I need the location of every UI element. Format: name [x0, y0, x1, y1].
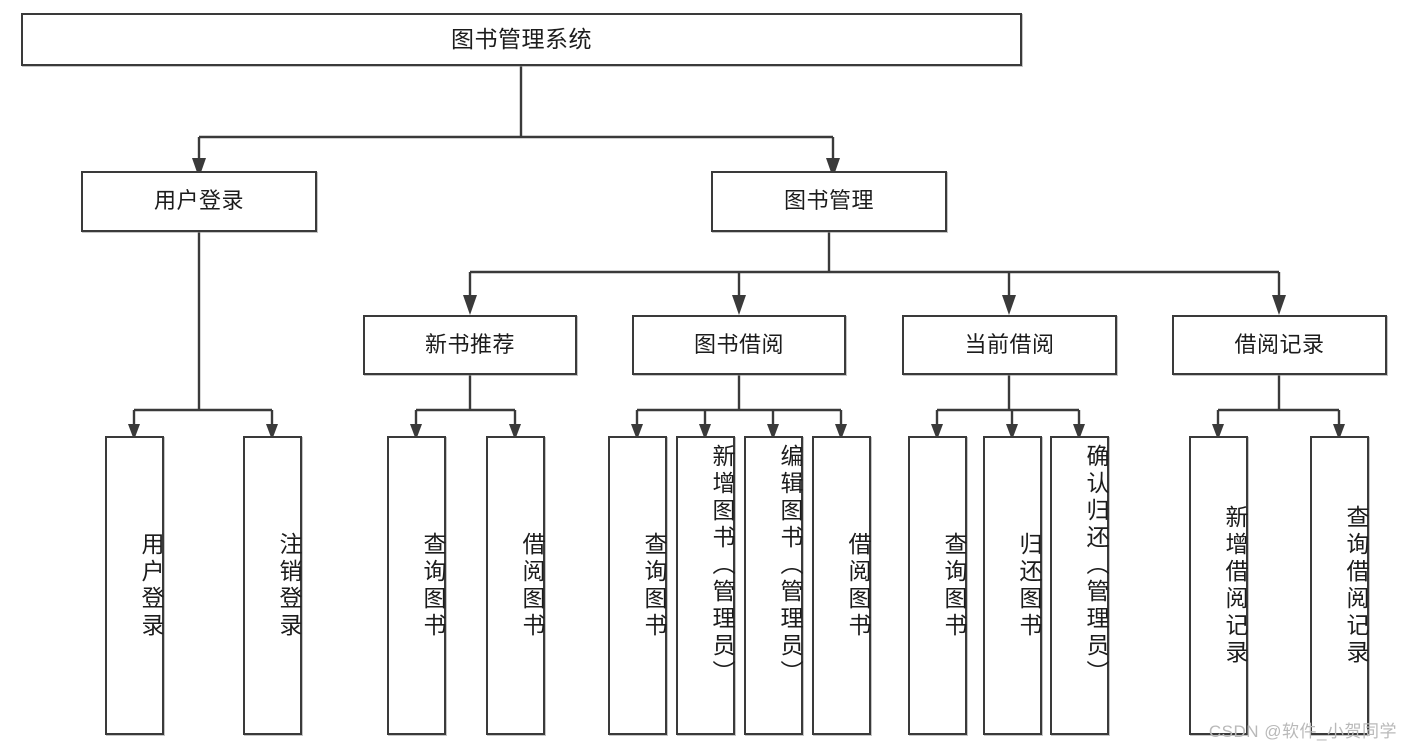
node-book-borrowing[interactable]: 图书借阅	[632, 315, 846, 375]
node-label: 查询图书	[941, 531, 967, 640]
node-root[interactable]: 图书管理系统	[21, 13, 1022, 66]
node-label: 新增借阅记录	[1222, 504, 1248, 667]
node-new-book-recommendation[interactable]: 新书推荐	[363, 315, 577, 375]
leaf-user-login[interactable]: 用户登录	[105, 436, 164, 735]
node-label: 归还图书	[1016, 531, 1042, 640]
node-label: 注销登录	[276, 531, 302, 640]
leaf-borrow-book[interactable]: 借阅图书	[812, 436, 871, 735]
leaf-logout[interactable]: 注销登录	[243, 436, 302, 735]
leaf-query-book-current[interactable]: 查询图书	[908, 436, 967, 735]
node-label: 确认归还（管理员）	[1083, 444, 1109, 687]
node-label: 新书推荐	[424, 331, 515, 357]
leaf-query-book-borrow[interactable]: 查询图书	[608, 436, 667, 735]
node-label: 新增图书（管理员）	[709, 444, 735, 687]
node-label: 图书借阅	[693, 331, 784, 357]
leaf-query-book-new[interactable]: 查询图书	[387, 436, 446, 735]
node-borrowing-records[interactable]: 借阅记录	[1172, 315, 1387, 375]
node-user-login[interactable]: 用户登录	[81, 171, 317, 232]
node-label: 借阅记录	[1234, 331, 1325, 357]
node-label: 查询图书	[420, 531, 446, 640]
node-label: 借阅图书	[845, 531, 871, 640]
watermark-csdn: CSDN @软件_小贺同学	[1208, 722, 1397, 741]
leaf-confirm-return-admin[interactable]: 确认归还（管理员）	[1050, 436, 1109, 735]
leaf-return-book[interactable]: 归还图书	[983, 436, 1042, 735]
node-label: 当前借阅	[964, 331, 1055, 357]
node-label: 编辑图书（管理员）	[777, 444, 803, 687]
leaf-query-borrow-record[interactable]: 查询借阅记录	[1310, 436, 1369, 735]
node-label: 图书管理系统	[451, 25, 592, 52]
leaf-borrow-book-new[interactable]: 借阅图书	[486, 436, 545, 735]
leaf-add-book-admin[interactable]: 新增图书（管理员）	[676, 436, 735, 735]
node-label: 查询图书	[641, 531, 667, 640]
leaf-add-borrow-record[interactable]: 新增借阅记录	[1189, 436, 1248, 735]
node-label: 用户登录	[138, 531, 164, 640]
node-label: 图书管理	[783, 188, 874, 214]
node-label: 查询借阅记录	[1343, 504, 1369, 667]
leaf-edit-book-admin[interactable]: 编辑图书（管理员）	[744, 436, 803, 735]
node-label: 用户登录	[153, 188, 244, 214]
node-book-management[interactable]: 图书管理	[711, 171, 947, 232]
node-label: 借阅图书	[519, 531, 545, 640]
node-current-borrowing[interactable]: 当前借阅	[902, 315, 1117, 375]
